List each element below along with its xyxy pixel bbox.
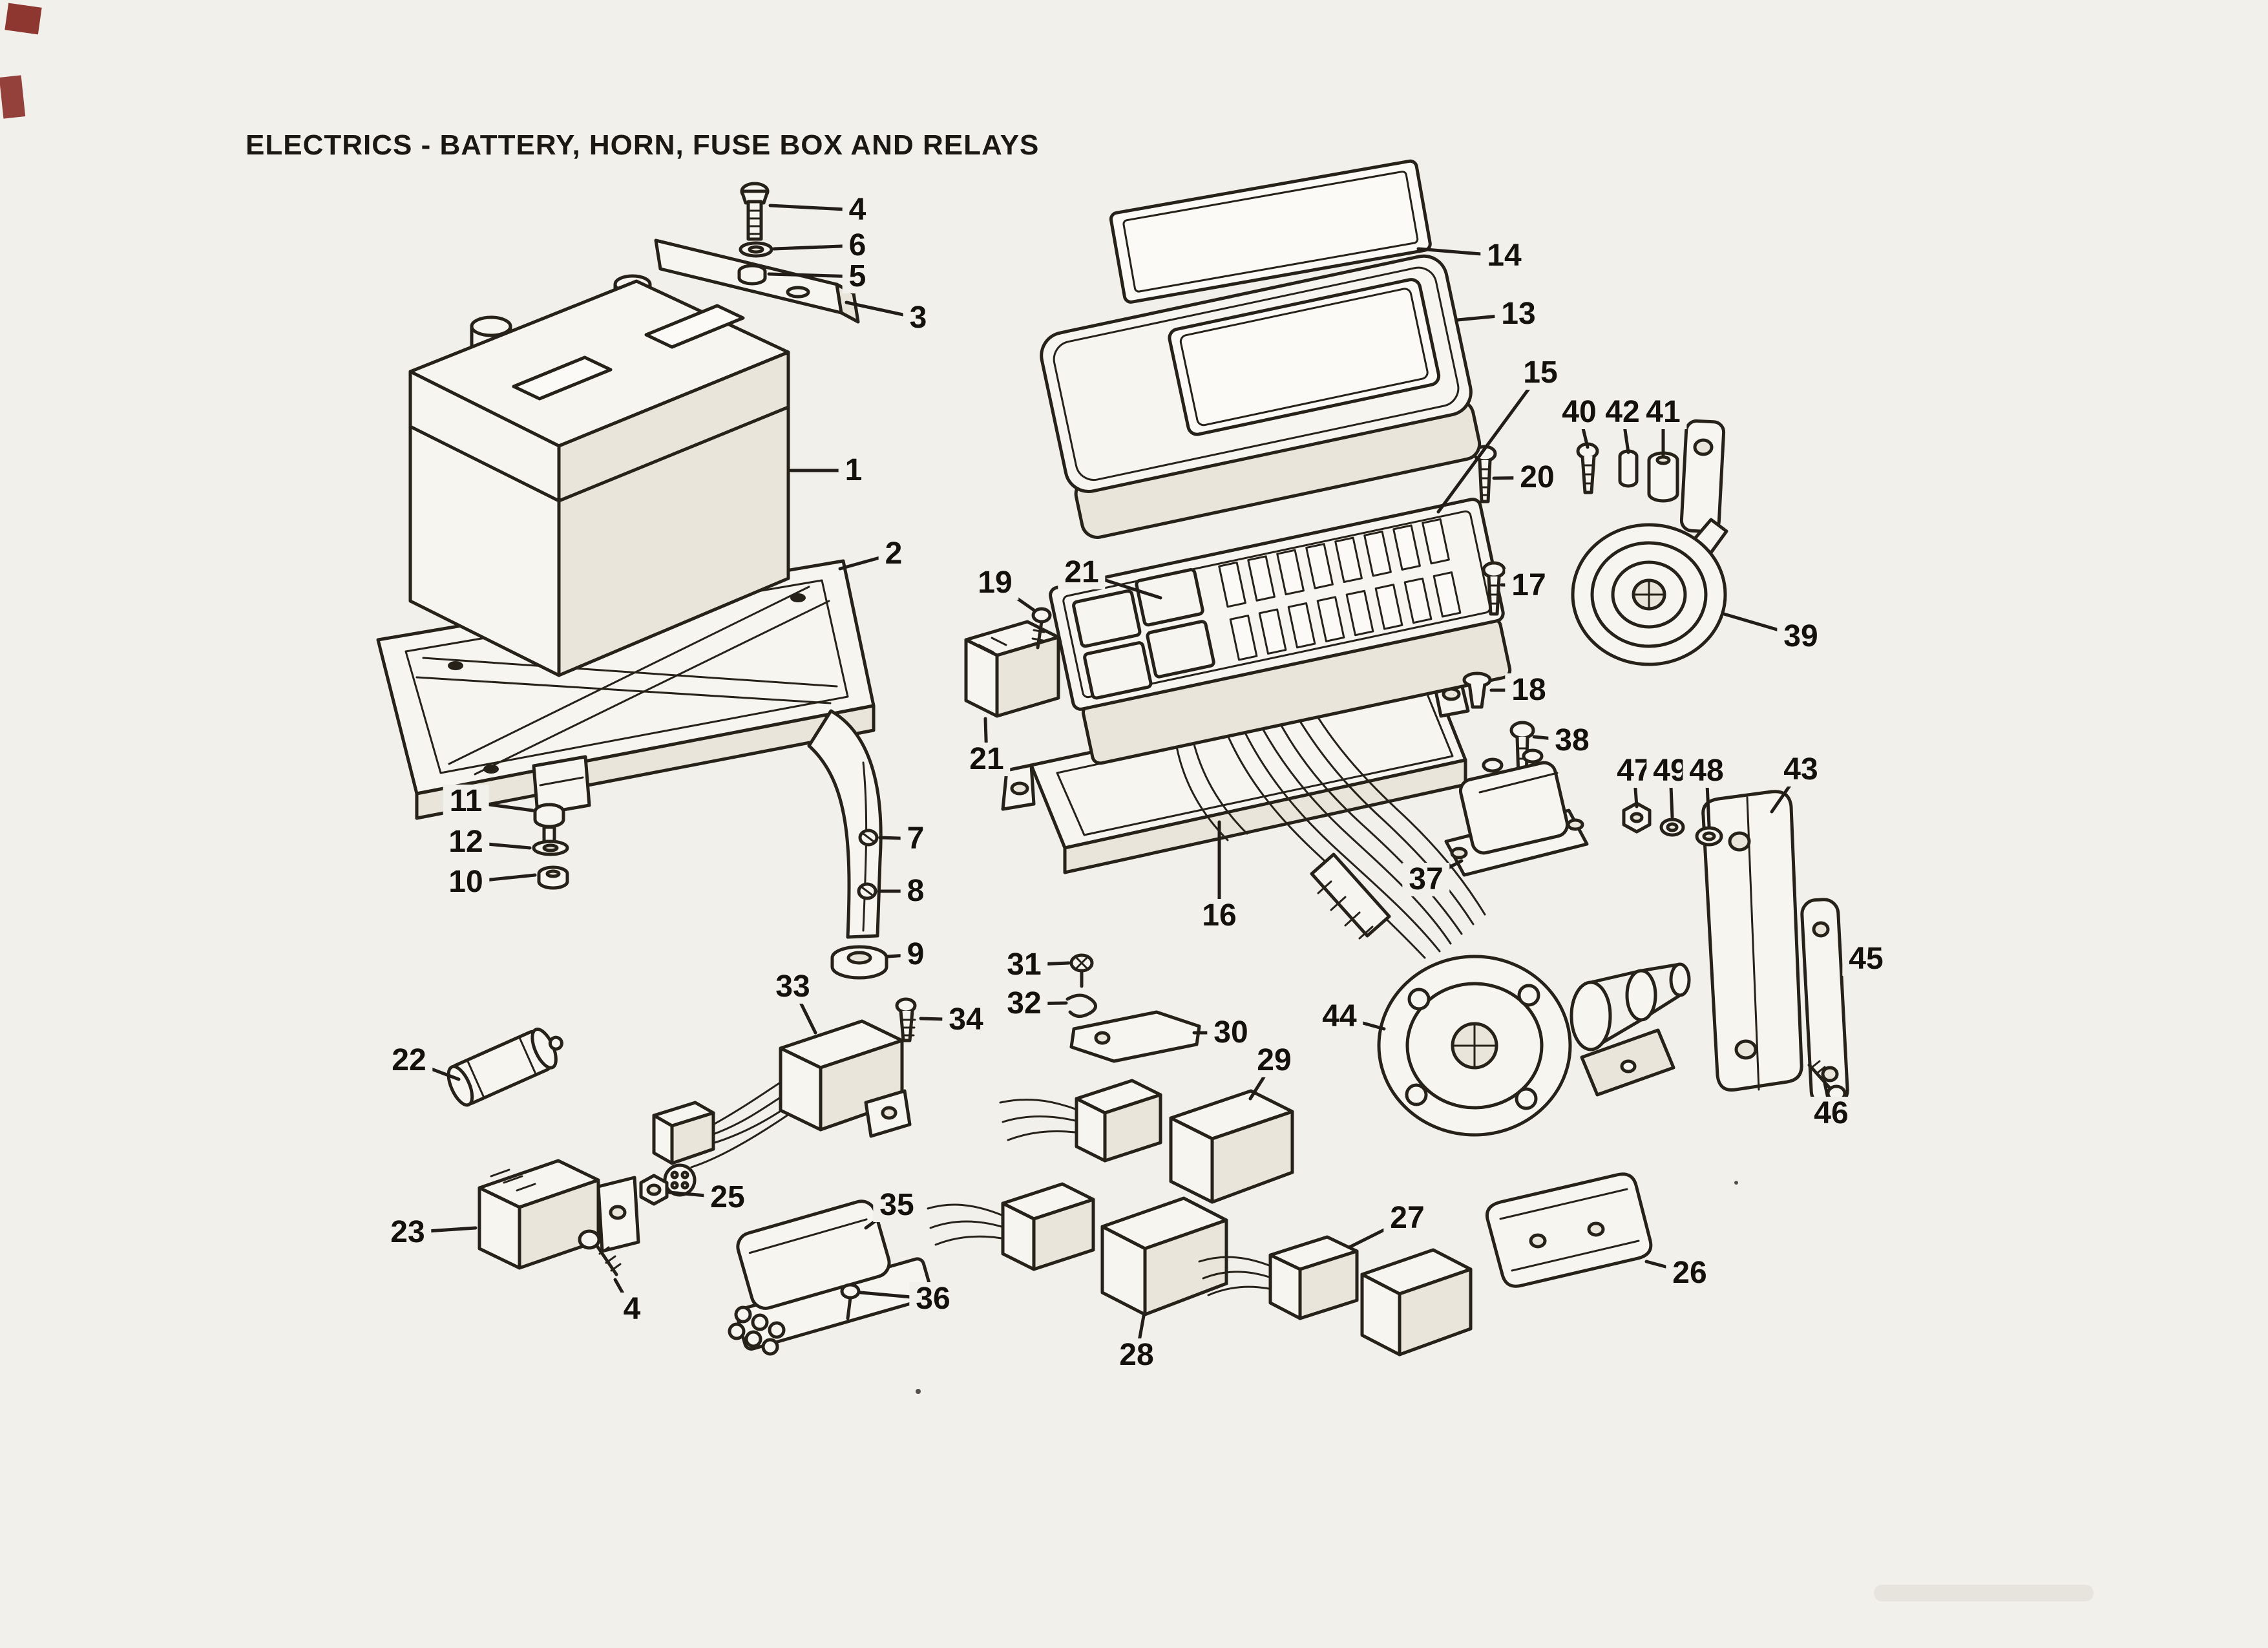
callout-18: 18 (1505, 673, 1553, 707)
callout-33: 33 (769, 970, 817, 1004)
clip-18-illustration (1462, 671, 1492, 709)
connector-29-illustration (999, 1079, 1162, 1163)
callout-6: 6 (842, 229, 873, 262)
callout-27: 27 (1383, 1201, 1431, 1235)
washer-6-illustration (739, 241, 773, 258)
spacer-42-illustration (1618, 449, 1639, 488)
bracket-43-illustration (1701, 790, 1803, 1092)
callout-4: 4 (842, 193, 873, 227)
washer-48-illustration (1695, 826, 1723, 847)
screw-24-illustration (578, 1229, 622, 1276)
horn-44-illustration (1377, 955, 1691, 1137)
screw-36-illustration (840, 1283, 861, 1320)
callout-29: 29 (1250, 1044, 1298, 1077)
bolt-11-illustration (533, 803, 565, 843)
callout-35: 35 (873, 1188, 921, 1222)
connector-27-illustration (1198, 1235, 1359, 1320)
callout-41: 41 (1639, 396, 1687, 429)
callout-39: 39 (1777, 620, 1825, 653)
scan-artifacts (0, 3, 2094, 1601)
callout-32: 32 (1000, 987, 1048, 1020)
link-30-illustration (1069, 1010, 1201, 1063)
callout-44: 44 (1316, 1000, 1363, 1033)
screw-17-illustration (1482, 561, 1506, 616)
callout-4: 4 (616, 1293, 647, 1326)
nut-25-illustration (639, 1174, 669, 1206)
harness-33-illustration (652, 1079, 795, 1197)
callout-7: 7 (900, 822, 931, 856)
bolt-40-illustration (1576, 442, 1599, 494)
nut-10-illustration (537, 865, 569, 890)
horn-39-illustration (1571, 518, 1728, 666)
callout-22: 22 (385, 1044, 433, 1077)
relay-37-illustration (1444, 748, 1589, 877)
callout-37: 37 (1402, 863, 1450, 896)
callout-15: 15 (1517, 356, 1564, 390)
callout-42: 42 (1599, 396, 1646, 429)
connector-28-illustration (927, 1182, 1095, 1271)
callout-21: 21 (963, 743, 1011, 776)
callout-13: 13 (1495, 297, 1542, 331)
callout-38: 38 (1548, 724, 1596, 757)
callout-14: 14 (1480, 239, 1528, 273)
callout-8: 8 (900, 874, 931, 908)
callout-20: 20 (1513, 461, 1561, 494)
callout-10: 10 (442, 865, 490, 899)
callout-28: 28 (1113, 1338, 1160, 1372)
grommet-9-illustration (830, 945, 888, 980)
screw-8-illustration (857, 882, 877, 900)
callout-31: 31 (1000, 948, 1048, 982)
callout-34: 34 (942, 1003, 990, 1037)
callout-11: 11 (443, 785, 489, 818)
relay-28-illustration (1100, 1196, 1228, 1316)
callout-46: 46 (1807, 1097, 1855, 1130)
clip-32-illustration (1066, 993, 1097, 1018)
flasher-33-illustration (779, 1019, 912, 1138)
callout-43: 43 (1777, 753, 1825, 787)
fuse-box-illustration (1049, 498, 1512, 765)
callout-12: 12 (442, 825, 490, 859)
page-title: ELECTRICS - BATTERY, HORN, FUSE BOX AND … (246, 129, 1040, 161)
callout-3: 3 (903, 301, 934, 335)
callout-9: 9 (900, 938, 931, 971)
battery-illustration (408, 274, 790, 677)
fuse-box-cover-illustration (1040, 254, 1482, 539)
screw-31-illustration (1069, 953, 1094, 988)
screw-34-illustration (895, 997, 917, 1042)
relay-29-illustration (1169, 1089, 1294, 1204)
callout-45: 45 (1842, 942, 1890, 976)
callout-5: 5 (842, 260, 873, 293)
relay-23-illustration (478, 1159, 640, 1270)
callout-30: 30 (1207, 1016, 1255, 1050)
callout-23: 23 (384, 1216, 432, 1249)
washer-12-illustration (532, 840, 569, 856)
strip-45-illustration (1800, 898, 1849, 1107)
plate-26-illustration (1485, 1172, 1653, 1288)
callout-40: 40 (1555, 396, 1603, 429)
callout-21: 21 (1058, 556, 1106, 589)
screw-19-illustration (1031, 607, 1052, 650)
callout-25: 25 (704, 1181, 751, 1214)
relay-27-illustration (1360, 1248, 1473, 1357)
screw-7-illustration (858, 829, 879, 847)
bolt-4-illustration (740, 182, 770, 241)
callout-1: 1 (838, 454, 869, 487)
callout-17: 17 (1505, 569, 1553, 602)
callout-19: 19 (971, 566, 1019, 600)
callout-2: 2 (878, 537, 909, 571)
callout-36: 36 (909, 1282, 957, 1316)
fuse-box-lid-illustration (1109, 159, 1432, 304)
callout-48: 48 (1683, 754, 1730, 788)
callout-26: 26 (1666, 1256, 1714, 1290)
washer-49-illustration (1659, 818, 1685, 837)
capacitor-22-illustration (446, 1028, 563, 1107)
module-35-illustration (728, 1199, 934, 1356)
nut-5-illustration (737, 264, 767, 286)
callout-16: 16 (1195, 899, 1243, 933)
